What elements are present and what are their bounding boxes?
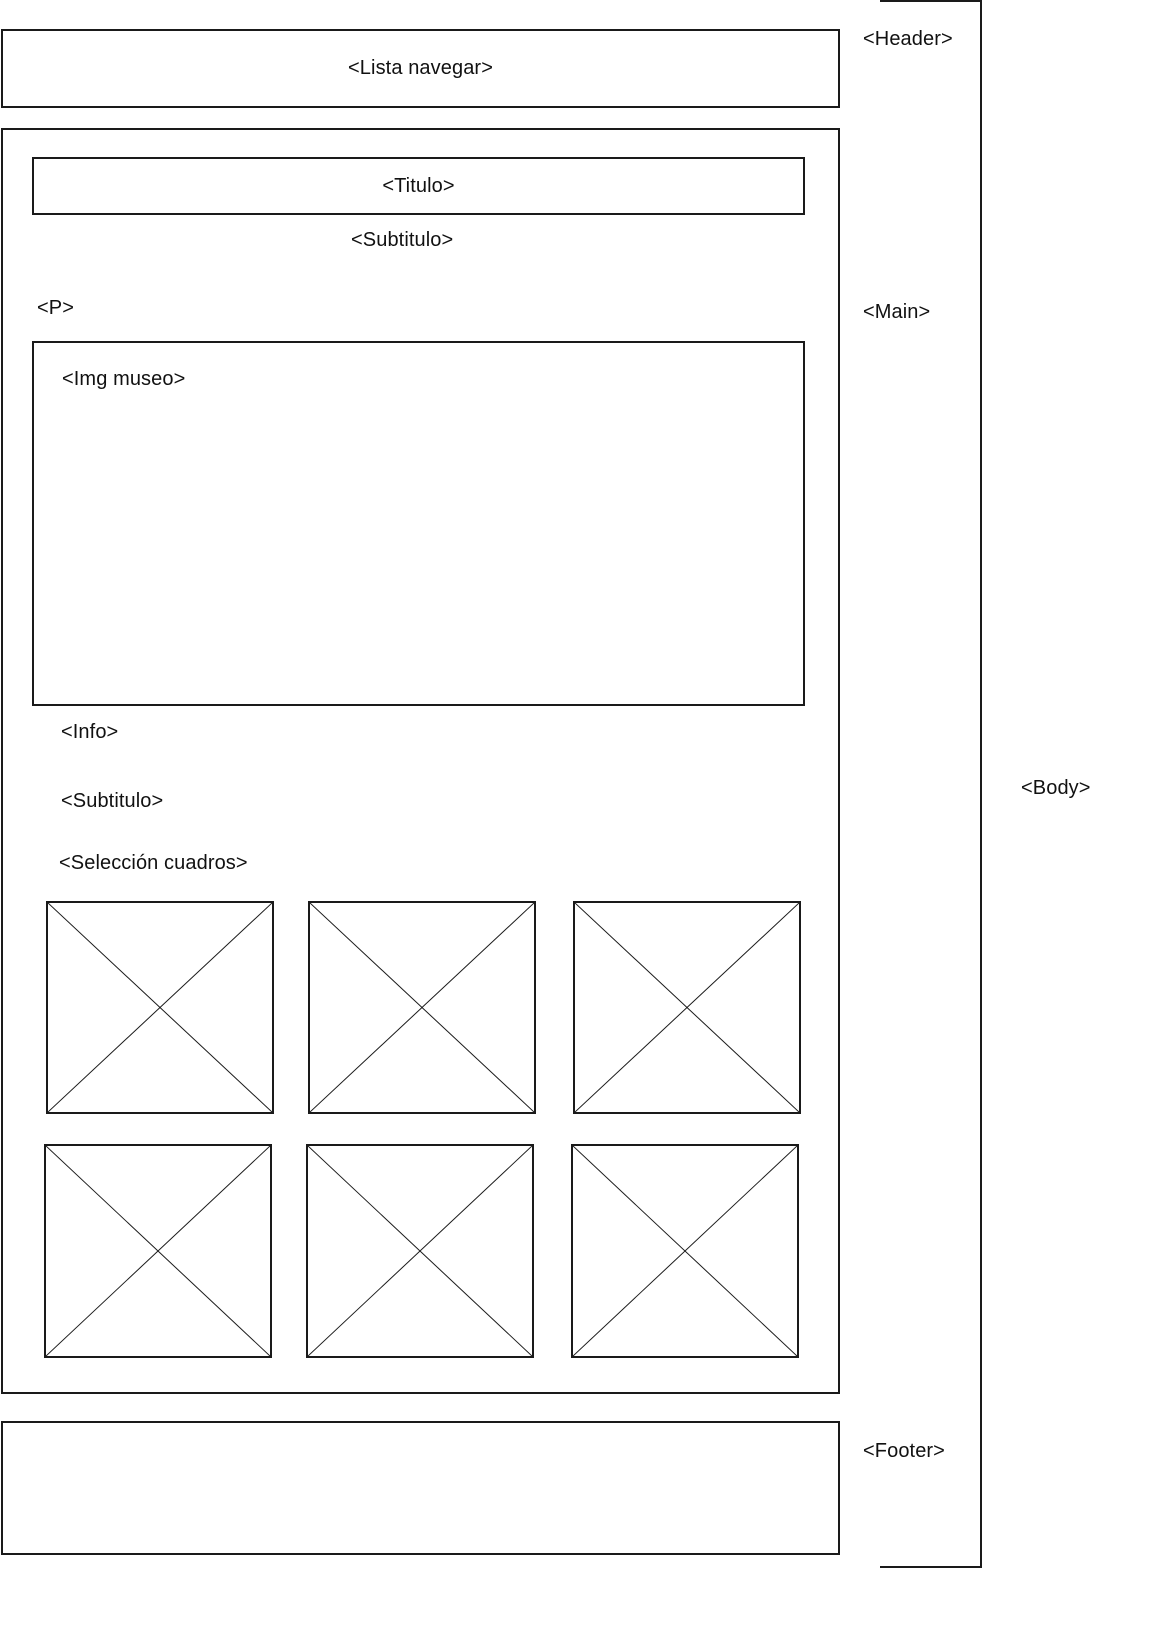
body-annotation: <Body> (1021, 777, 1091, 799)
image-placeholder-icon (48, 903, 272, 1112)
painting-placeholder-5 (306, 1144, 534, 1358)
footer-annotation: <Footer> (863, 1440, 945, 1462)
header-nav-list-box: <Lista navegar> (1, 29, 840, 108)
painting-placeholder-6 (571, 1144, 799, 1358)
nav-list-label: <Lista navegar> (348, 57, 493, 79)
main-container: <Titulo> <Subtitulo> <P> <Img museo> <In… (1, 128, 840, 1394)
body-bracket-vertical (980, 0, 982, 1568)
footer-box (1, 1421, 840, 1555)
image-placeholder-icon (308, 1146, 532, 1356)
image-placeholder-icon (575, 903, 799, 1112)
paragraph-label: <P> (37, 297, 74, 319)
body-bracket-top (880, 0, 982, 2)
image-placeholder-icon (310, 903, 534, 1112)
title-box: <Titulo> (32, 157, 805, 215)
painting-placeholder-3 (573, 901, 801, 1114)
painting-placeholder-2 (308, 901, 536, 1114)
museum-image-box: <Img museo> (32, 341, 805, 706)
second-subtitle-label: <Subtitulo> (61, 790, 164, 812)
painting-placeholder-4 (44, 1144, 272, 1358)
painting-placeholder-1 (46, 901, 274, 1114)
main-annotation: <Main> (863, 301, 931, 323)
image-placeholder-icon (573, 1146, 797, 1356)
title-label: <Titulo> (382, 175, 455, 197)
image-placeholder-icon (46, 1146, 270, 1356)
museum-image-label: <Img museo> (62, 368, 186, 390)
subtitle-label: <Subtitulo> (351, 229, 454, 251)
body-bracket-bottom (880, 1566, 982, 1568)
header-annotation: <Header> (863, 28, 953, 50)
info-label: <Info> (61, 721, 119, 743)
paintings-selection-label: <Selección cuadros> (59, 852, 248, 874)
